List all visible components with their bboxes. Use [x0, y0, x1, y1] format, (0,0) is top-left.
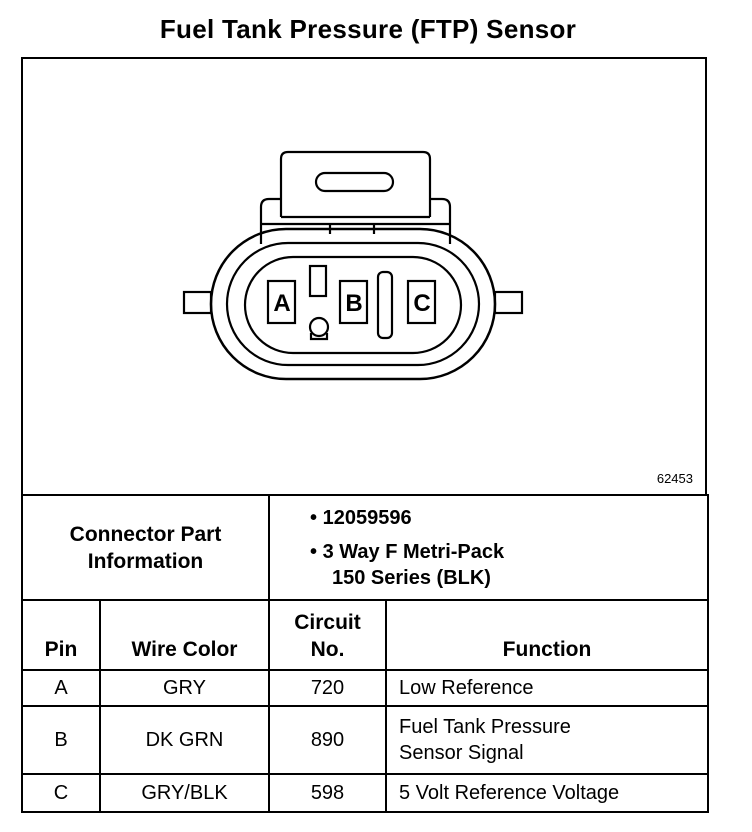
- connector-drawing: A B C: [182, 150, 524, 381]
- connector-key-post: [308, 316, 330, 338]
- connector-part-label: Connector Part Information: [21, 494, 270, 601]
- connector-part-label-line1: Connector Part: [69, 522, 222, 546]
- cell-circuit: 598: [268, 773, 387, 813]
- cell-function: Low Reference: [385, 669, 709, 707]
- cell-pin: A: [21, 669, 101, 707]
- part-number: 12059596: [322, 506, 412, 529]
- cell-wire-color: GRY: [99, 669, 270, 707]
- table-row: B DK GRN 890 Fuel Tank Pressure Sensor S…: [21, 705, 709, 775]
- pin-table-header: Pin Wire Color Circuit No. Function: [21, 599, 709, 671]
- header-function: Function: [385, 599, 709, 671]
- connector-key-tab: [308, 264, 328, 298]
- connector-key-rib: [376, 270, 394, 340]
- cell-circuit: 890: [268, 705, 387, 775]
- cell-wire-color: GRY/BLK: [99, 773, 270, 813]
- connector-body-inner: [225, 241, 481, 367]
- cell-function-line1: 5 Volt Reference Voltage: [399, 782, 620, 804]
- page-title: Fuel Tank Pressure (FTP) Sensor: [159, 14, 577, 44]
- connector-part-table: Connector Part Information • 12059596 • …: [21, 494, 709, 601]
- pin-cavity-c: [406, 279, 437, 325]
- pin-label-b: B: [345, 290, 362, 317]
- table-row: A GRY 720 Low Reference: [21, 669, 709, 707]
- connector-left-ear: [182, 290, 213, 315]
- header-wire-color: Wire Color: [99, 599, 270, 671]
- table-row: C GRY/BLK 598 5 Volt Reference Voltage: [21, 773, 709, 813]
- connector-face: [243, 255, 463, 355]
- connector-figure: A B C 62453: [21, 57, 707, 494]
- connector-part-label-line2: Information: [87, 549, 204, 573]
- pin-label-a: A: [273, 290, 290, 317]
- header-pin: Pin: [21, 599, 101, 671]
- connector-part-values: • 12059596 • 3 Way F Metri-Pack 150 Seri…: [268, 494, 709, 601]
- bullet: •: [310, 540, 318, 563]
- connector-type: 3 Way F Metri-Pack: [322, 540, 505, 563]
- cell-function-line1: Fuel Tank Pressure: [399, 716, 571, 738]
- connector-right-ear: [493, 290, 524, 315]
- header-circuit: Circuit No.: [268, 599, 387, 671]
- pin-cavity-b: [338, 279, 369, 325]
- cell-function-line2: Sensor Signal: [399, 742, 524, 764]
- connector-series: 150 Series (BLK): [332, 566, 491, 589]
- cell-function: Fuel Tank Pressure Sensor Signal: [385, 705, 709, 775]
- cell-pin: C: [21, 773, 101, 813]
- connector-latch: [279, 150, 432, 217]
- cell-wire-color: DK GRN: [99, 705, 270, 775]
- pin-cavity-a: [266, 279, 297, 325]
- header-circuit-line2: No.: [310, 638, 345, 661]
- header-circuit-line1: Circuit: [294, 611, 361, 634]
- bullet: •: [310, 506, 318, 529]
- connector-part-item: • 3 Way F Metri-Pack: [310, 539, 707, 565]
- latch-slot: [314, 171, 395, 193]
- pin-label-c: C: [413, 290, 430, 317]
- cell-pin: B: [21, 705, 101, 775]
- pin-table: Pin Wire Color Circuit No. Function A GR…: [21, 599, 709, 813]
- connector-part-item: • 12059596: [310, 505, 707, 531]
- figure-number: 62453: [656, 471, 693, 486]
- cell-circuit: 720: [268, 669, 387, 707]
- cell-function-line1: Low Reference: [399, 677, 534, 699]
- cell-function: 5 Volt Reference Voltage: [385, 773, 709, 813]
